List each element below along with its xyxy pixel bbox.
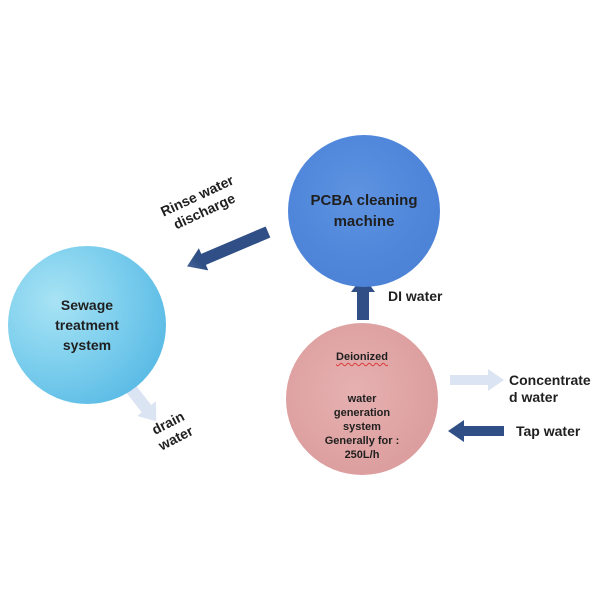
- deionized-water-system-node: Deionized water generation system Genera…: [286, 323, 438, 475]
- deionized-node-label: Deionized water generation system Genera…: [325, 336, 400, 462]
- pcba-node-label: PCBA cleaning machine: [310, 192, 418, 230]
- deionized-node-title: Deionized: [336, 351, 388, 363]
- di-water-label: DI water: [388, 288, 443, 304]
- concentrated-water-label: Concentrate d water: [509, 372, 591, 405]
- deionized-node-details: water generation system Generally for : …: [324, 393, 400, 461]
- sewage-node-label: Sewage treatment system: [55, 297, 119, 353]
- drain-water-arrow: [123, 381, 157, 422]
- concentrated-water-arrow: [450, 369, 504, 391]
- rinse-discharge-arrow: [186, 226, 271, 271]
- sewage-treatment-system-node: Sewage treatment system: [8, 246, 166, 404]
- pcba-cleaning-machine-node: PCBA cleaning machine: [288, 135, 440, 287]
- di-water-arrow: [351, 276, 375, 320]
- tap-water-arrow: [448, 420, 504, 442]
- tap-water-label: Tap water: [516, 423, 581, 439]
